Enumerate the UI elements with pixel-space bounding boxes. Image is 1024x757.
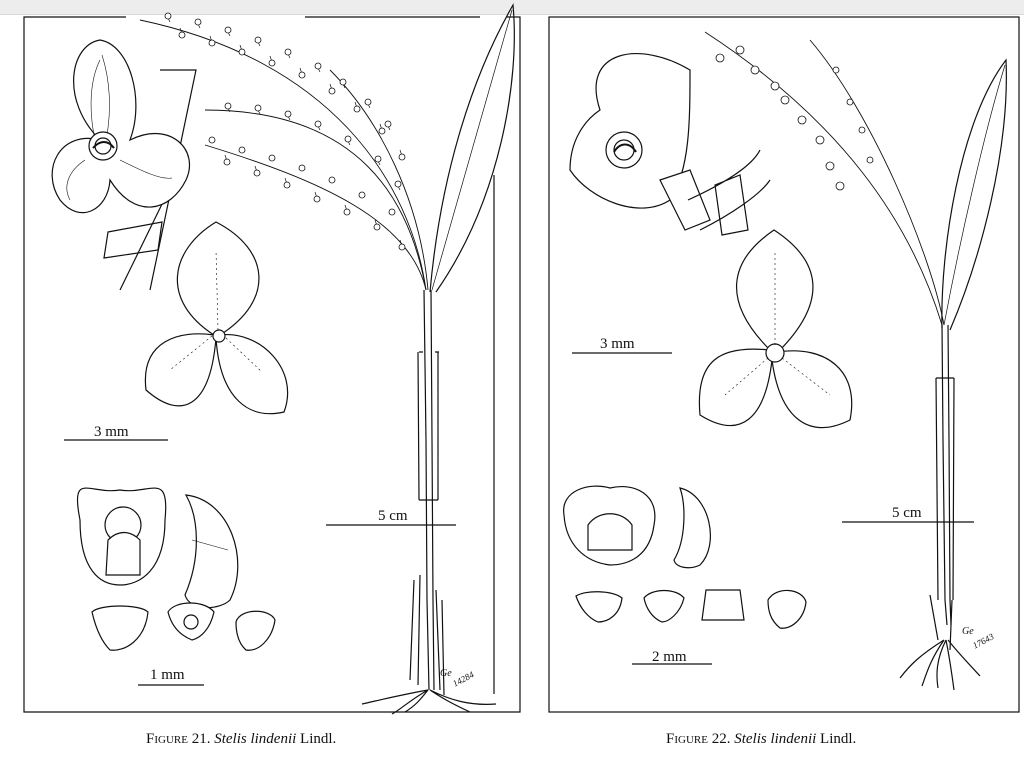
figure-21-plate: 3 mm 5 cm 1 mm Ge 14284 [23, 3, 521, 715]
figure-21-scale-5cm: 5 cm [378, 508, 408, 524]
figure-21-number: Figure 21. [146, 731, 211, 747]
figure-21-author: Lindl. [300, 731, 337, 747]
figure-22-artist-mark: Ge [962, 626, 974, 637]
figure-22-scale-2mm: 2 mm [652, 649, 687, 665]
figure-21-artist-mark: Ge [440, 668, 452, 679]
figure-22-scale-5cm: 5 cm [892, 505, 922, 521]
figure-22-number: Figure 22. [666, 731, 731, 747]
figure-22-caption: Figure 22. Stelis lindenii Lindl. [666, 731, 856, 748]
figure-21-species: Stelis lindenii [214, 731, 297, 747]
figure-21-caption: Figure 21. Stelis lindenii Lindl. [146, 731, 336, 748]
figure-21-scale-1mm: 1 mm [150, 667, 185, 683]
figure-22-author: Lindl. [820, 731, 857, 747]
figure-22-species: Stelis lindenii [734, 731, 817, 747]
figure-21-scale-3mm: 3 mm [94, 424, 129, 440]
figure-21-drawing [23, 3, 521, 715]
figure-22-drawing [548, 16, 1020, 713]
figure-22-scale-3mm: 3 mm [600, 336, 635, 352]
figure-22-plate: 3 mm 5 cm 2 mm Ge 17643 [540, 0, 1024, 757]
